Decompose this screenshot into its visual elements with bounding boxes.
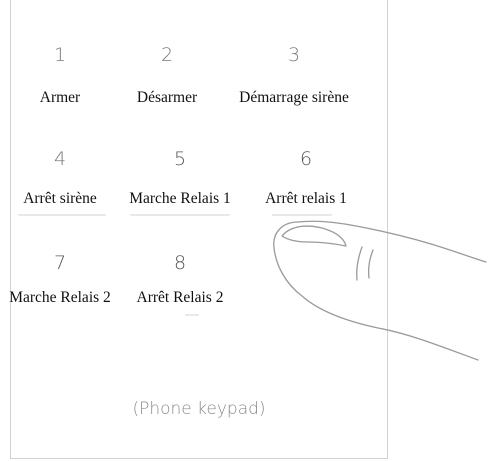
smudge-mark [272,214,332,216]
key-digit: 6 [299,148,313,170]
key-digit: 8 [173,252,187,274]
keypad-caption: (Phone keypad) [132,399,266,419]
keypad-key-2[interactable]: 2 Désarmer [92,43,242,106]
keypad-key-6[interactable]: 6 Arrêt relais 1 [231,147,381,207]
key-digit: 1 [53,44,67,66]
key-label: Arrêt relais 1 [265,190,347,207]
keypad-key-3[interactable]: 3 Démarrage sirène [219,43,369,106]
key-digit: 7 [53,252,67,274]
phone-screen [10,0,388,459]
key-label: Marche Relais 1 [129,190,231,207]
keypad-key-8[interactable]: 8 Arrêt Relais 2 [105,251,255,306]
smudge-mark [130,214,230,216]
smudge-mark [185,314,199,316]
keypad-key-1[interactable]: 1 Armer [0,43,135,106]
key-digit: 5 [173,148,187,170]
keypad-key-4[interactable]: 4 Arrêt sirène [0,147,135,207]
keypad-key-5[interactable]: 5 Marche Relais 1 [105,147,255,207]
key-label: Armer [39,89,81,106]
smudge-mark [18,214,106,216]
key-digit: 4 [53,148,67,170]
key-label: Arrêt sirène [23,190,97,207]
key-digit: 2 [160,44,174,66]
keypad-key-7[interactable]: 7 Marche Relais 2 [0,251,135,306]
key-label: Arrêt Relais 2 [136,289,224,306]
key-label: Marche Relais 2 [9,289,111,306]
key-digit: 3 [287,44,301,66]
key-label: Démarrage sirène [239,89,349,106]
key-label: Désarmer [136,89,198,106]
